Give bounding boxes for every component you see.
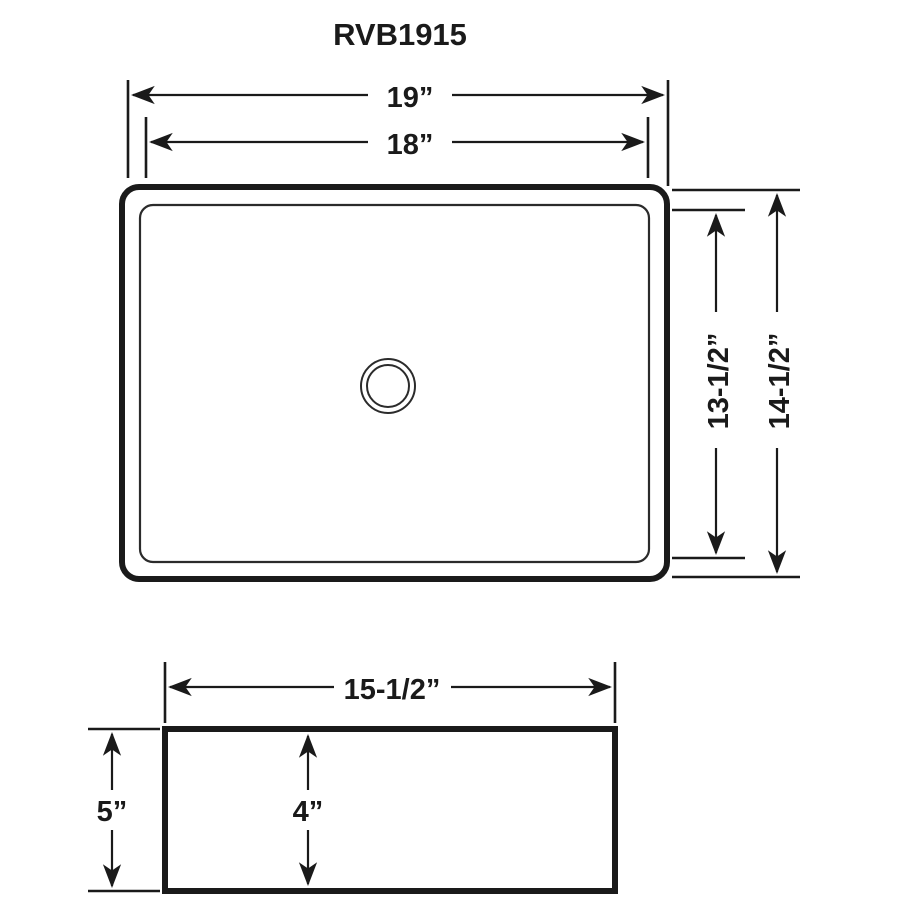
top-view-group bbox=[119, 184, 670, 582]
page-title: RVB1915 bbox=[333, 17, 467, 52]
drain-outer-ring-icon bbox=[360, 358, 416, 414]
dim-label-inner-depth: 13-1/2” bbox=[703, 333, 735, 430]
dimension-overall-width: 19” bbox=[126, 80, 670, 186]
basin-inner-bowl bbox=[138, 203, 651, 564]
dim-label-overall-height: 5” bbox=[97, 796, 128, 828]
dim-label-overall-width: 19” bbox=[387, 82, 434, 114]
drain-inner-ring-icon bbox=[366, 364, 410, 408]
dimension-side-width: 15-1/2” bbox=[163, 662, 617, 723]
dimension-overall-depth: 14-1/2” bbox=[672, 188, 800, 579]
dimension-inner-height: 4” bbox=[293, 734, 324, 886]
dimension-inner-depth: 13-1/2” bbox=[672, 208, 745, 560]
dimension-overall-height: 5” bbox=[88, 727, 160, 893]
side-profile-body bbox=[162, 726, 618, 894]
side-view-group bbox=[162, 726, 618, 894]
dimension-inner-width: 18” bbox=[144, 117, 650, 178]
dim-label-side-width: 15-1/2” bbox=[344, 674, 441, 706]
dim-label-inner-width: 18” bbox=[387, 129, 434, 161]
dim-label-inner-height: 4” bbox=[293, 796, 324, 828]
dim-label-overall-depth: 14-1/2” bbox=[764, 333, 796, 430]
